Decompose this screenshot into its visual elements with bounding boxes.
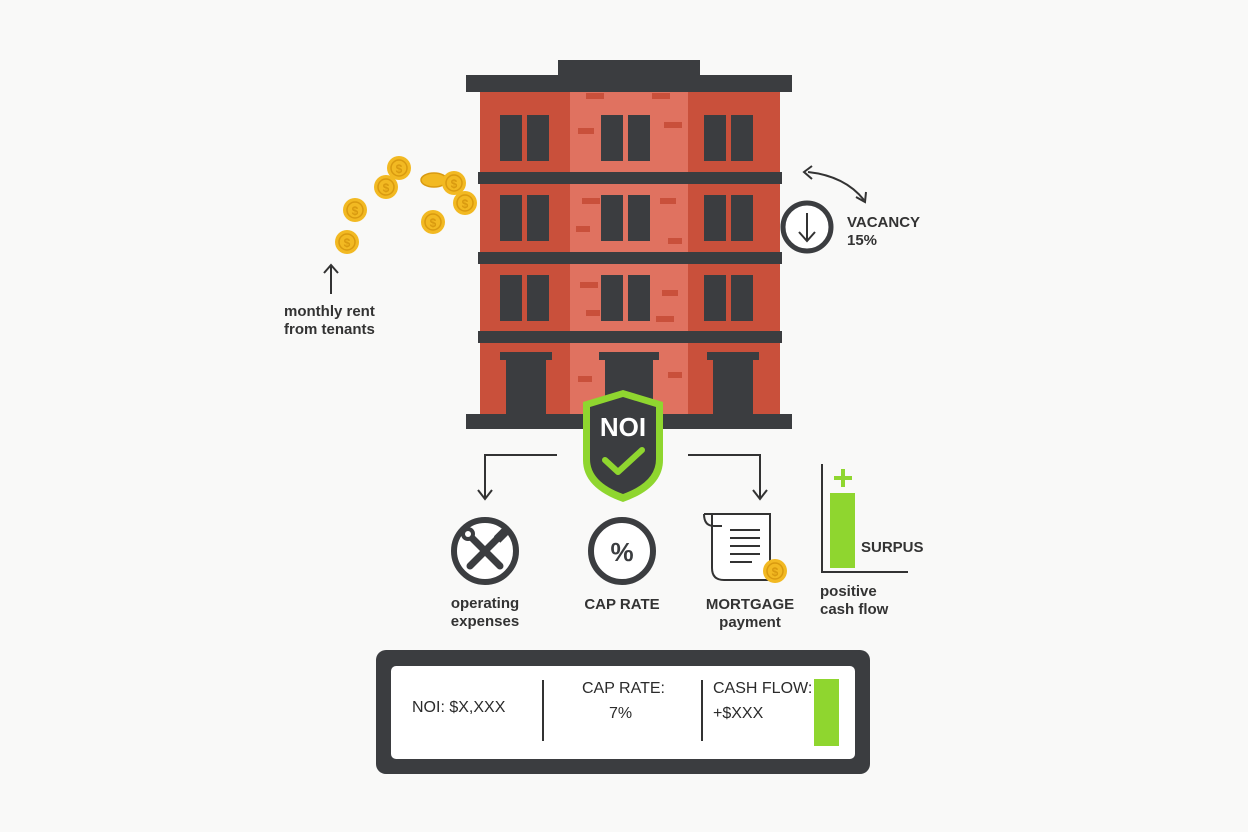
percent-circle-icon: [588, 517, 656, 585]
arrow-up-icon: [323, 263, 339, 294]
summary-noi: NOI: $X,XXX: [412, 699, 506, 716]
positive-cash-flow-label: positive cash flow: [820, 583, 889, 618]
dollar-coin-icon: $ $ $ $ $ $ $: [335, 156, 477, 254]
surplus-label: SURPUS: [861, 539, 924, 556]
noi-badge-text: NOI: [599, 412, 647, 442]
arrow-down-circle-icon: [780, 165, 867, 254]
document-coin-icon: $: [703, 513, 787, 583]
summary-cap-rate-label: CAP RATE:: [582, 680, 665, 697]
summary-panel: [376, 650, 870, 774]
noi-shield-icon: [583, 390, 663, 502]
bar-plus-icon: [821, 464, 908, 573]
svg-text:$: $: [772, 565, 779, 579]
svg-text:$: $: [430, 216, 437, 230]
apartment-building: [466, 60, 792, 429]
svg-text:$: $: [344, 236, 351, 250]
summary-cash-flow-label: CASH FLOW:: [713, 680, 813, 697]
svg-text:$: $: [352, 204, 359, 218]
summary-cash-flow-value: +$XXX: [713, 705, 764, 722]
summary-cap-rate-value: 7%: [609, 705, 633, 722]
svg-text:$: $: [462, 197, 469, 211]
cash-flow-bar: [814, 679, 839, 746]
vacancy-label: VACANCY 15%: [847, 214, 921, 249]
svg-text:$: $: [383, 181, 390, 195]
wrench-screwdriver-icon: [451, 517, 519, 585]
rent-label: monthly rent from tenants: [284, 303, 375, 338]
cap-rate-label: CAP RATE: [584, 596, 660, 613]
percent-symbol: %: [610, 537, 634, 567]
noi-connector-arrows: [477, 454, 768, 501]
svg-text:$: $: [451, 177, 458, 191]
operating-expenses-label: operating expenses: [450, 595, 520, 630]
svg-text:$: $: [396, 162, 403, 176]
mortgage-payment-label: MORTGAGE payment: [705, 596, 795, 631]
